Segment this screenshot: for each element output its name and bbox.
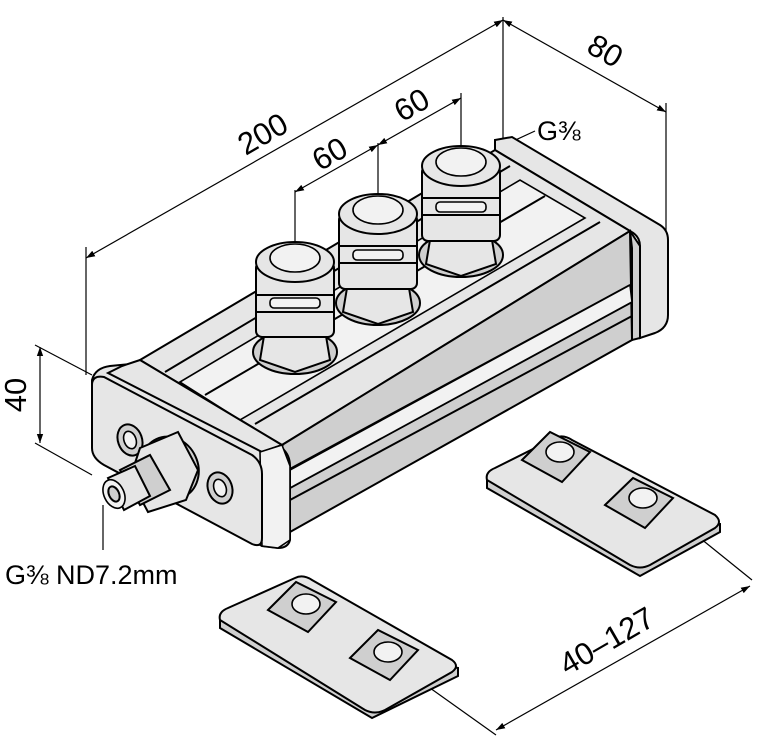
coupling-3 [418,145,504,278]
coupling-2 [335,193,421,326]
dim-length-label: 200 [232,106,294,162]
mounting-foot-left [218,575,459,720]
dimension-lines [34,17,753,736]
port-thread-label: G⅜ [537,116,581,146]
dim-height-label: 40 [0,378,33,412]
dim-pitch-1-label: 60 [306,130,353,178]
mounting-foot-right [485,430,721,578]
coupling-1 [252,241,338,375]
dim-width-label: 80 [582,27,629,75]
dim-foot-spacing-label: 40–127 [553,600,660,682]
inlet-label: G⅜ ND7.2mm [5,560,178,590]
dim-pitch-2-label: 60 [388,81,435,129]
inlet-fitting [102,430,200,514]
